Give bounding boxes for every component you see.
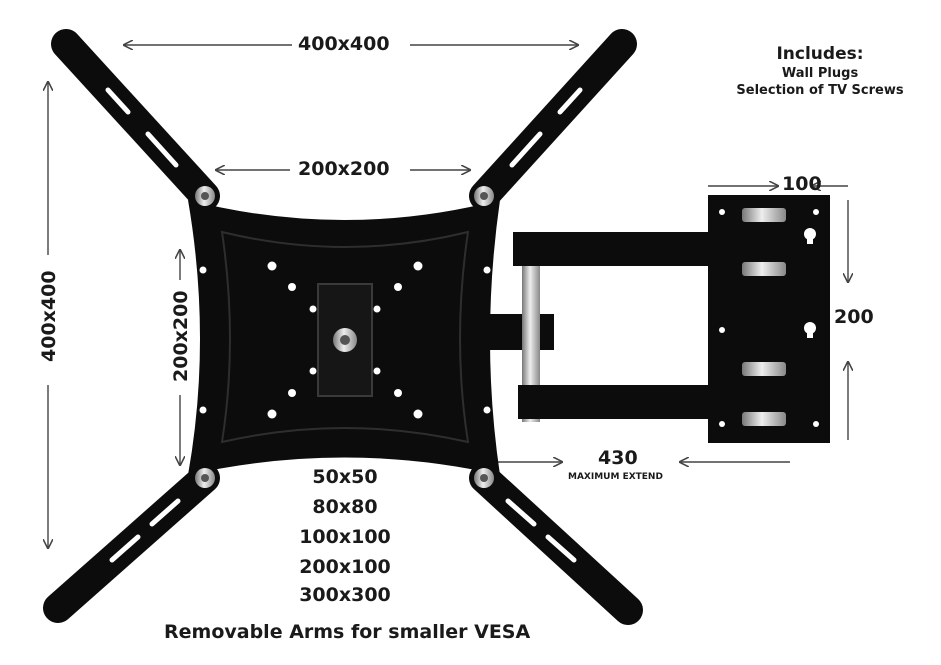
includes-item: Wall Plugs (781, 66, 859, 81)
label-plate-height: 200 (834, 306, 874, 328)
label-top-400: 400x400 (298, 33, 390, 55)
label-plate-width: 100 (782, 173, 822, 195)
label-extend-value: 430 (598, 447, 638, 469)
vesa-size-item: 100x100 (299, 526, 391, 548)
vesa-size-item: 200x100 (299, 556, 391, 578)
arm-connector (484, 314, 554, 350)
plate-inner-rim (220, 230, 470, 444)
arm-top-right (469, 29, 637, 211)
vesa-size-item: 80x80 (312, 496, 378, 518)
vesa-size-item: 300x300 (299, 584, 391, 606)
corner-screws (195, 186, 494, 488)
arm-top-left (51, 29, 220, 211)
arm-slots (105, 87, 583, 563)
caption: Removable Arms for smaller VESA (164, 621, 531, 643)
wall-plate-holes (719, 209, 819, 427)
plate-holes (199, 261, 491, 419)
wall-plate-hinges (742, 208, 786, 426)
label-inner-200-vertical: 200x200 (170, 290, 192, 382)
arm-pivot-pin (522, 232, 540, 422)
label-extend-caption: MAXIMUM EXTEND (568, 472, 663, 482)
label-left-400: 400x400 (38, 270, 60, 362)
includes-item: Selection of TV Screws (736, 83, 904, 98)
vesa-size-item: 50x50 (312, 466, 378, 488)
includes-title: Includes: (776, 44, 864, 64)
label-inner-200-horizontal: 200x200 (298, 158, 390, 180)
includes-block: Includes: Wall Plugs Selection of TV Scr… (720, 44, 920, 98)
dimension-arrows (48, 45, 848, 548)
